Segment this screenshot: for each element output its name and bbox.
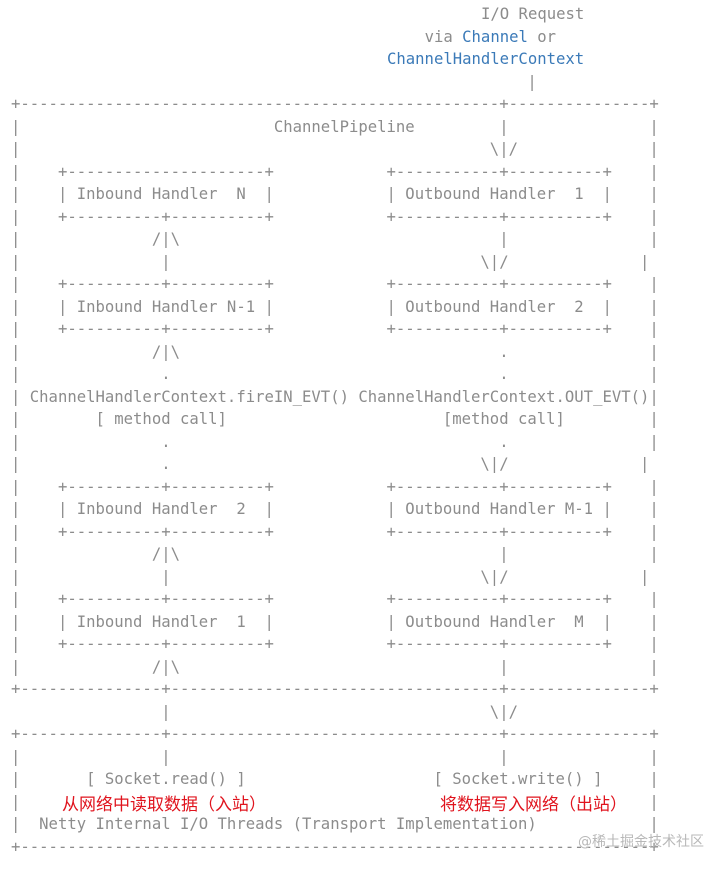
ascii-line: | +----------+----------+ +-----------+-…: [11, 635, 659, 653]
ascii-line: | . . |: [11, 365, 659, 383]
ascii-line: | ChannelHandlerContext.fireIN_EVT() Cha…: [11, 387, 659, 406]
ascii-line: | +----------+----------+ +-----------+-…: [11, 207, 659, 226]
ascii-line: | +---------------------+ +-----------+-…: [11, 162, 659, 181]
ascii-line: | /|\ | |: [11, 545, 659, 563]
ascii-line: +---------------+-----------------------…: [11, 680, 659, 698]
ascii-line: | . . |: [11, 432, 659, 451]
ascii-line: +---------------------------------------…: [11, 95, 659, 113]
channel-keyword: Channel: [462, 27, 528, 46]
ascii-line: | +----------+----------+ +-----------+-…: [11, 590, 659, 608]
ascii-line: +---------------+-----------------------…: [11, 725, 659, 743]
ascii-line: | | Inbound Handler N | | Outbound Handl…: [11, 185, 659, 203]
ascii-line: | . \|/ |: [11, 455, 650, 473]
ascii-line: | [ method call] [method call] |: [11, 410, 659, 428]
ascii-line: | |: [11, 792, 659, 811]
ascii-line: | | Inbound Handler 2 | | Outbound Handl…: [11, 500, 659, 518]
ascii-line: | | \|/ |: [11, 567, 650, 586]
ascii-line: | Netty Internal I/O Threads (Transport …: [11, 815, 659, 833]
ascii-line: | [ Socket.read() ] [ Socket.write() ] |: [11, 770, 659, 788]
ascii-line: +---------------------------------------…: [11, 837, 659, 856]
ascii-line: | | | |: [11, 747, 659, 766]
ascii-line: | +----------+----------+ +-----------+-…: [11, 477, 659, 496]
ascii-line: | /|\ . |: [11, 342, 659, 361]
ascii-line: | | Inbound Handler 1 | | Outbound Handl…: [11, 612, 659, 631]
ascii-line: | ChannelPipeline | |: [11, 117, 659, 136]
io-request-label: I/O Request: [481, 5, 585, 23]
via-channel-line: via Channel or: [425, 26, 556, 49]
ascii-line: | +----------+----------+ +-----------+-…: [11, 522, 659, 541]
ascii-line: | /|\ | |: [11, 657, 659, 676]
ascii-line: |: [11, 72, 537, 91]
watermark: @稀土掘金技术社区: [578, 834, 704, 850]
ascii-line: | +----------+----------+ +-----------+-…: [11, 275, 659, 293]
channel-handler-context-keyword: ChannelHandlerContext: [387, 50, 585, 68]
ascii-line: | | Inbound Handler N-1 | | Outbound Han…: [11, 297, 659, 316]
inbound-annotation: 从网络中读取数据（入站）: [62, 795, 266, 815]
via-text: via: [424, 27, 463, 46]
ascii-line: | \|/ |: [11, 140, 659, 158]
or-text: or: [527, 27, 557, 46]
ascii-line: | /|\ | |: [11, 230, 659, 248]
ascii-line: | \|/: [11, 702, 518, 721]
ascii-line: | | \|/ |: [11, 252, 650, 271]
outbound-annotation: 将数据写入网络（出站）: [440, 795, 627, 815]
ascii-line: | +----------+----------+ +-----------+-…: [11, 320, 659, 338]
